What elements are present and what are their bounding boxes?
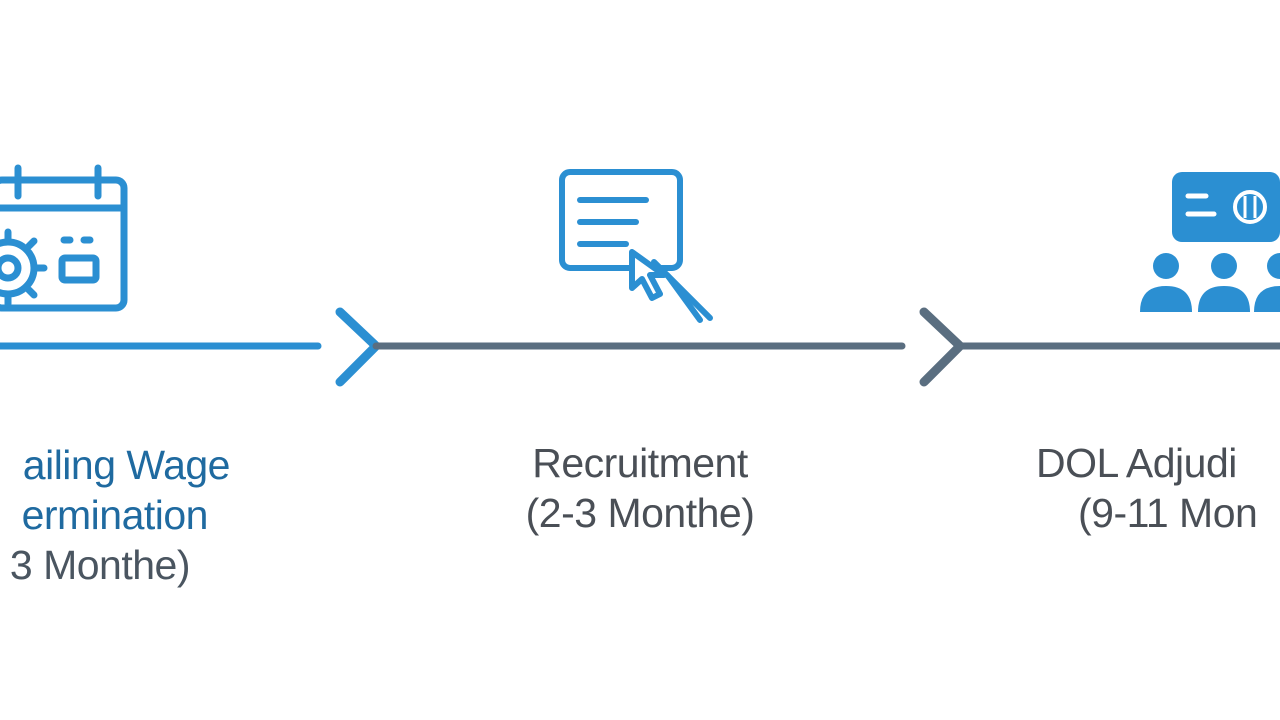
step-title-line1: ailing Wage bbox=[22, 442, 231, 488]
step-duration: (2-3 Monthe) bbox=[525, 490, 755, 536]
audience-screen-icon bbox=[1140, 172, 1280, 312]
chevron-right-icon bbox=[919, 307, 965, 387]
calendar-gear-icon bbox=[0, 164, 128, 312]
step-title: DOL Adjudi bbox=[1036, 440, 1237, 486]
chevron-right-icon bbox=[335, 307, 381, 387]
step-duration: (9-11 Mon bbox=[1078, 490, 1258, 536]
document-cursor-icon bbox=[559, 169, 713, 323]
step-duration: 3 Monthe) bbox=[9, 542, 191, 588]
step-prevailing-wage: ailing Wage ermination 3 Monthe) bbox=[9, 440, 231, 590]
step-dol-adjudication: DOL Adjudi (9-11 Mon bbox=[1036, 438, 1258, 538]
step-recruitment: Recruitment (2-3 Monthe) bbox=[526, 438, 755, 538]
step-title: Recruitment bbox=[532, 440, 748, 486]
step-title-line2: ermination bbox=[21, 492, 209, 538]
